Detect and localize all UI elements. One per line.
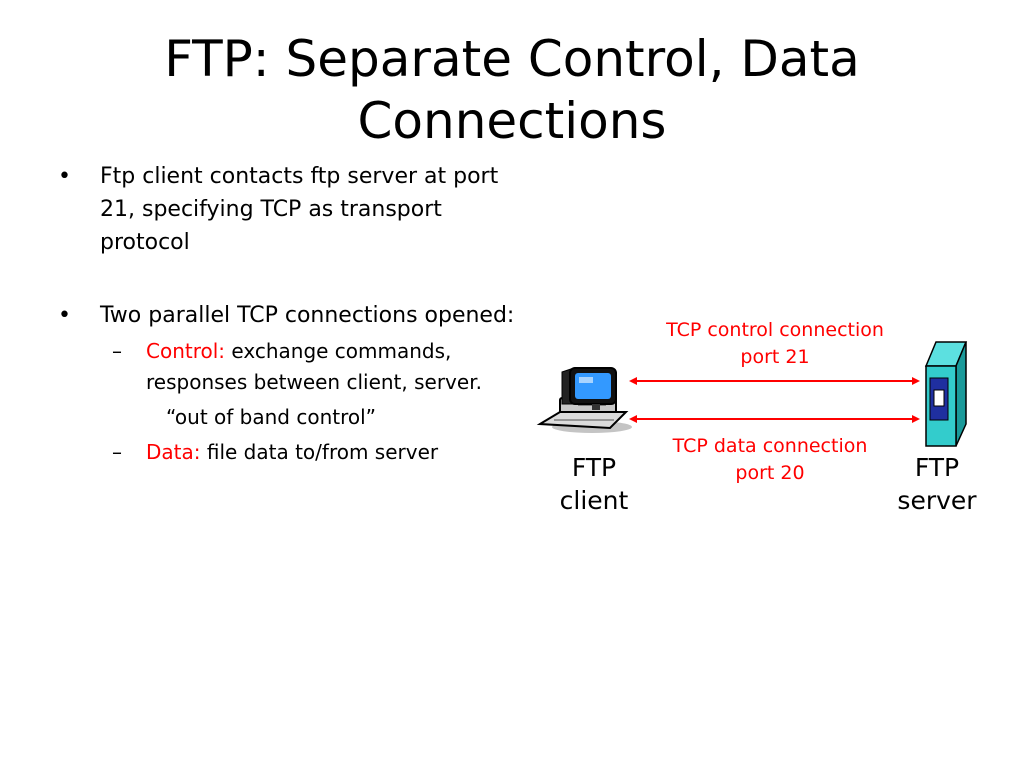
bullet-marker: • [58, 164, 71, 189]
bullet-marker: • [58, 303, 71, 328]
bullet-text: Ftp client contacts ftp server at port 2… [100, 164, 499, 255]
sub-bullet-item: – Data: file data to/from server [100, 437, 528, 468]
sub-bullet-marker: – [112, 440, 122, 464]
sub-bullet-keyword: Control: [146, 339, 226, 363]
bullet-list: • Ftp client contacts ftp server at port… [58, 160, 528, 508]
data-connection-label: TCP data connection port 20 [630, 433, 910, 487]
bullet-text: Two parallel TCP connections opened: [100, 303, 515, 328]
data-connection-port: port 20 [735, 462, 805, 484]
sub-bullet-item: – Control: exchange commands, responses … [100, 336, 528, 398]
control-connection-label: TCP control connection port 21 [635, 317, 915, 371]
server-label-line1: FTP [914, 453, 960, 482]
server-label-line2: server [897, 486, 977, 515]
client-label-line2: client [559, 486, 629, 515]
client-label-line1: FTP [571, 453, 617, 482]
data-connection-title: TCP data connection [672, 435, 868, 457]
client-label: FTP client [534, 451, 654, 517]
server-label: FTP server [877, 451, 997, 517]
control-connection-port: port 21 [740, 346, 810, 368]
slide-title: FTP: Separate Control, Data Connections [164, 30, 860, 150]
sub-bullet-text: exchange commands, responses between cli… [146, 339, 482, 394]
control-connection-title: TCP control connection [666, 319, 884, 341]
server-icon [924, 341, 968, 447]
bullet-item: • Ftp client contacts ftp server at port… [58, 160, 528, 259]
quote-text: “out of band control” [166, 405, 377, 429]
computer-icon [536, 367, 632, 433]
sub-bullet-text: file data to/from server [206, 440, 439, 464]
sub-bullet-keyword: Data: [146, 440, 201, 464]
sub-bullet-marker: – [112, 339, 122, 363]
bullet-item: • Two parallel TCP connections opened: –… [58, 299, 528, 468]
